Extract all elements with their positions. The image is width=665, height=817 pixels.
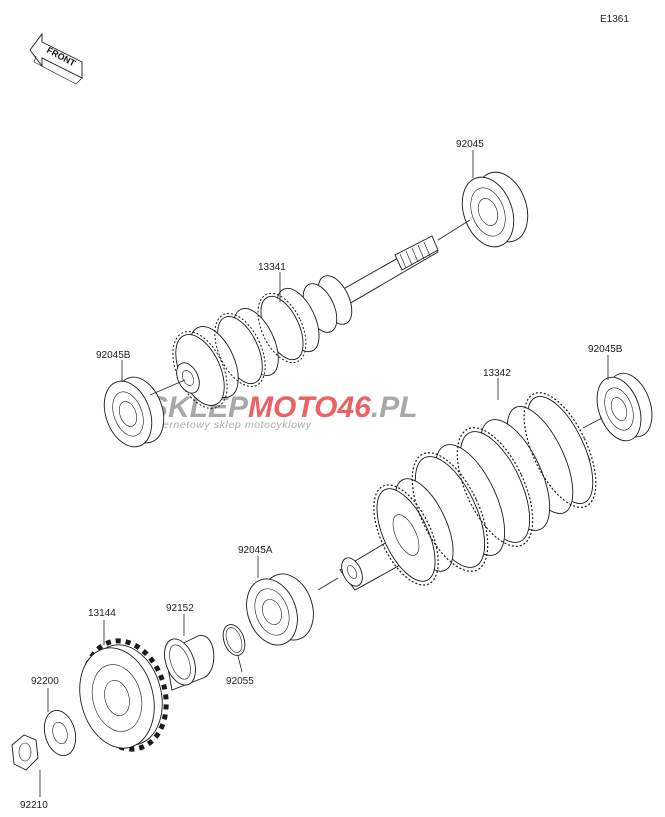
callout-92045a: 92045A bbox=[238, 545, 273, 556]
drive-shaft-13342 bbox=[339, 392, 597, 591]
callout-13341: 13341 bbox=[258, 262, 286, 273]
bearing-92045a bbox=[246, 573, 314, 646]
callout-92045b-right: 92045B bbox=[588, 344, 623, 355]
callout-92055: 92055 bbox=[226, 676, 254, 687]
watermark-brand-3: 46 bbox=[336, 391, 371, 424]
callout-92210: 92210 bbox=[20, 800, 48, 811]
callout-92045: 92045 bbox=[456, 139, 484, 150]
callout-13144: 13144 bbox=[88, 608, 116, 619]
callout-92045b-left: 92045B bbox=[96, 350, 131, 361]
washer-92200 bbox=[43, 709, 77, 757]
collar-92152 bbox=[164, 635, 215, 691]
sprocket-13144 bbox=[79, 638, 169, 752]
watermark: SKLEPMOTO46.PL internetowy sklep motocyk… bbox=[148, 391, 418, 431]
nut-92210 bbox=[11, 734, 39, 771]
bearing-92045 bbox=[461, 171, 529, 248]
leader-lines bbox=[39, 150, 609, 797]
front-arrow-icon: FRONT bbox=[29, 32, 83, 85]
circlip-92055 bbox=[222, 624, 246, 656]
svg-text:SKLEPMOTO46.PL: SKLEPMOTO46.PL bbox=[148, 391, 418, 424]
bearing-92045b-right bbox=[596, 372, 653, 442]
watermark-brand-4: .PL bbox=[371, 391, 418, 424]
callout-92152: 92152 bbox=[166, 603, 194, 614]
bearing-92045b-left bbox=[103, 376, 165, 448]
callout-13342: 13342 bbox=[483, 368, 511, 379]
main-shaft-13341 bbox=[172, 235, 439, 409]
watermark-brand-2: MOTO bbox=[248, 391, 337, 424]
diagram-code: E1361 bbox=[600, 14, 629, 25]
watermark-tagline: internetowy sklep motocyklowy bbox=[150, 419, 312, 431]
callout-92200: 92200 bbox=[31, 676, 59, 687]
